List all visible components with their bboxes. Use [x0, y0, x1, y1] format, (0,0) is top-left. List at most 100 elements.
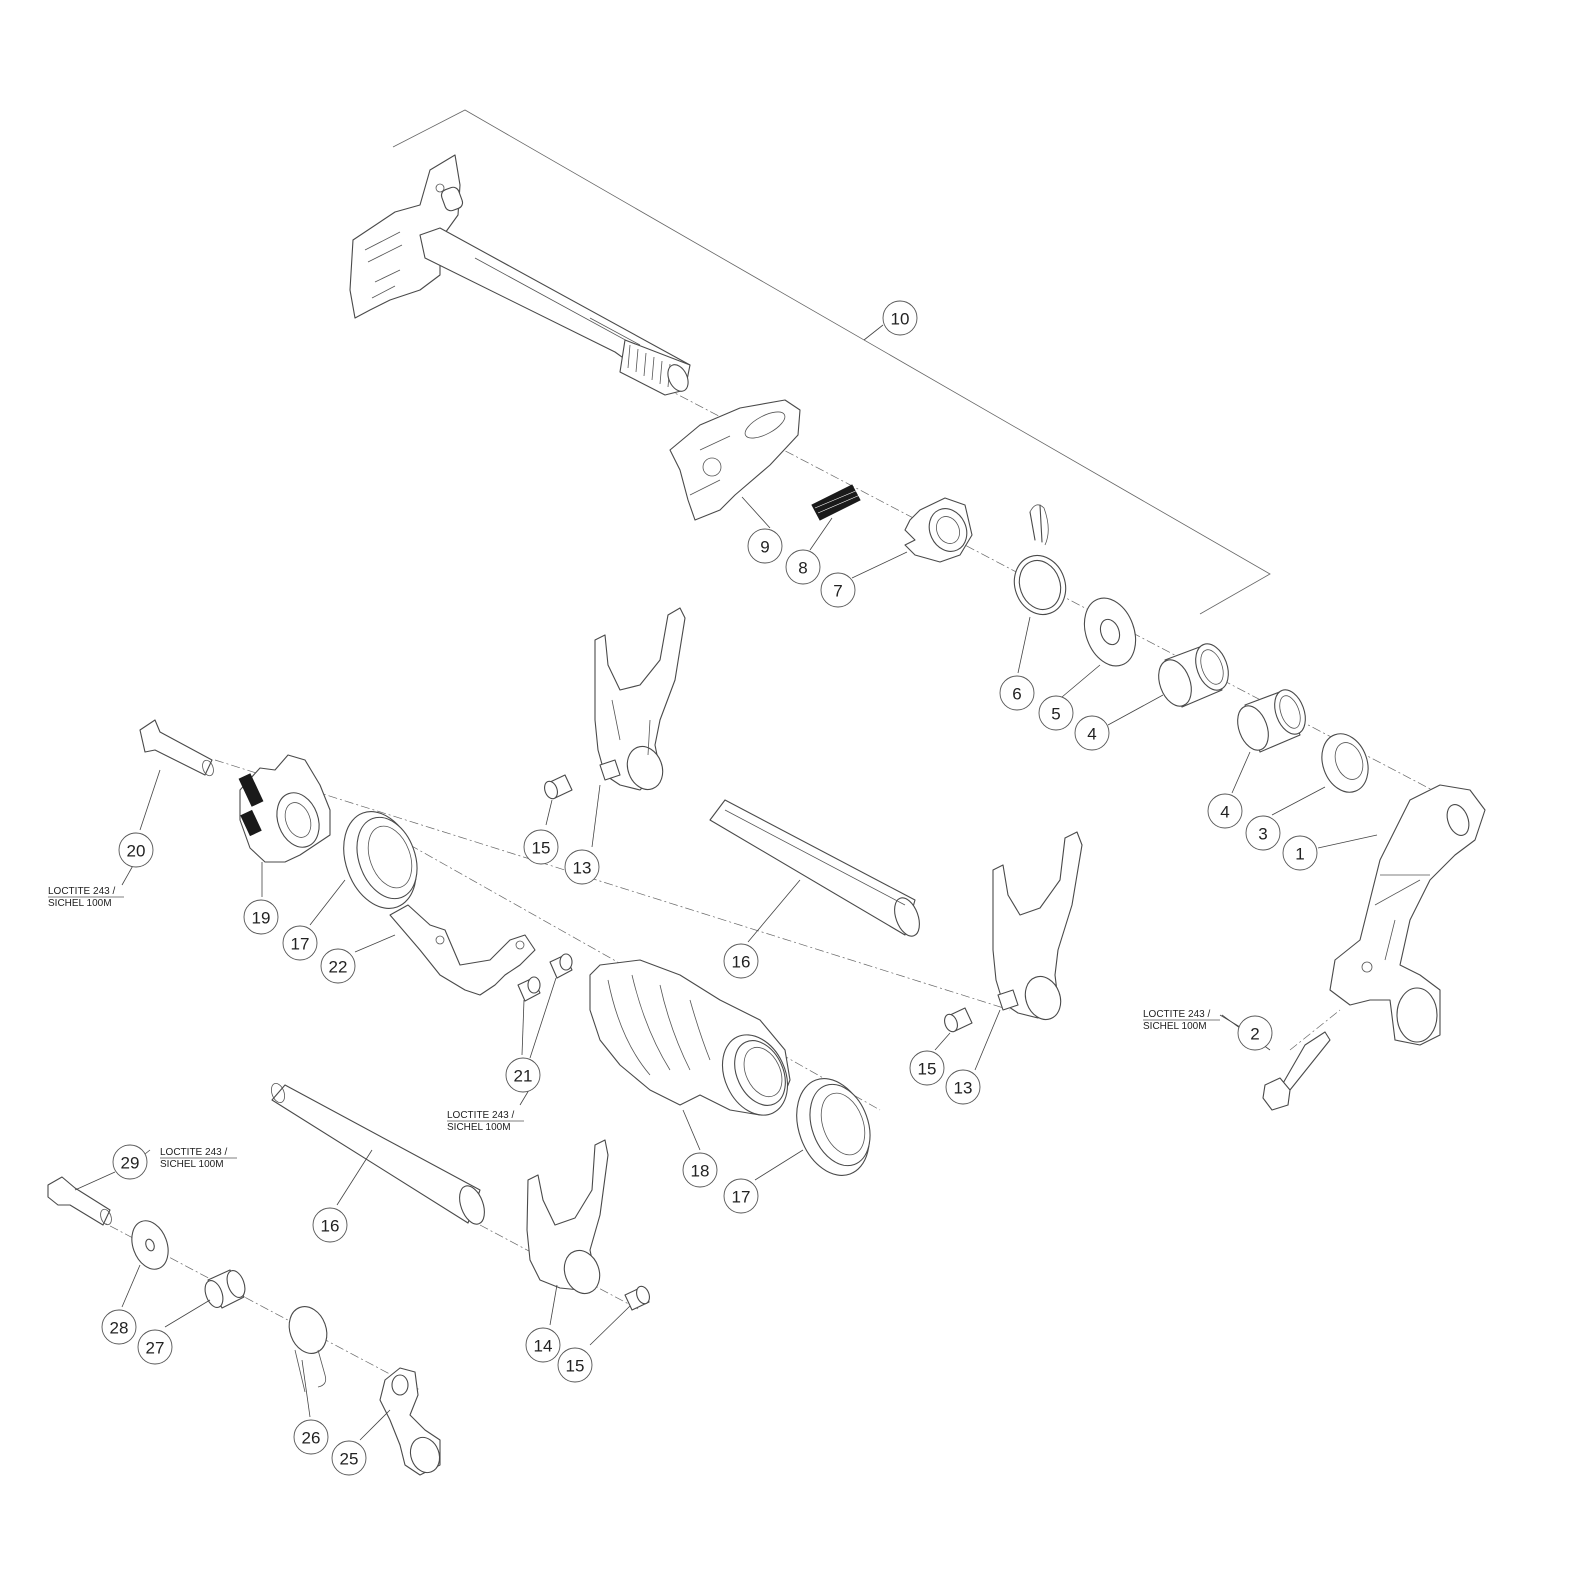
callout-4: 4 — [1074, 715, 1110, 751]
callout-label: 16 — [732, 953, 751, 972]
loctite-note-2: LOCTITE 243 / SICHEL 100M — [1143, 1009, 1220, 1032]
cam-roller — [904, 497, 973, 563]
callout-8: 8 — [785, 549, 821, 585]
callout-17: 17 — [723, 1178, 759, 1214]
loctite-note-line1: LOCTITE 243 / — [160, 1147, 227, 1158]
callout-16: 16 — [312, 1207, 348, 1243]
shift-fork-13-upper — [594, 607, 686, 791]
callout-label: 3 — [1258, 825, 1267, 844]
callout-circle — [112, 1144, 148, 1180]
callout-label: 25 — [340, 1450, 359, 1469]
callout-label: 4 — [1220, 803, 1229, 822]
loctite-note-line2: SICHEL 100M — [160, 1159, 224, 1170]
callout-circle — [312, 1207, 348, 1243]
callout-15: 15 — [909, 1050, 945, 1086]
callout-circle — [1074, 715, 1110, 751]
callout-circle — [1237, 1015, 1273, 1051]
callout-label: 6 — [1012, 685, 1021, 704]
shift-fork-13-right — [992, 831, 1083, 1021]
callout-label: 5 — [1051, 705, 1060, 724]
callout-14: 14 — [525, 1327, 561, 1363]
loctite-note-20: LOCTITE 243 / SICHEL 100M — [48, 886, 124, 909]
callout-group: 10 9 87 6 5 4 4 3 1 2 15 13 16 20 19 17 22 21 18 17 15 13 16 29… — [101, 300, 1318, 1476]
loctite-note-21: LOCTITE 243 / SICHEL 100M — [447, 1110, 524, 1133]
callout-circle — [723, 943, 759, 979]
callout-15: 15 — [557, 1347, 593, 1383]
callout-15: 15 — [523, 829, 559, 865]
shift-shaft — [349, 154, 691, 396]
callout-label: 4 — [1087, 725, 1096, 744]
callout-label: 15 — [566, 1357, 585, 1376]
callout-circle — [243, 899, 279, 935]
seal-ring-3 — [1321, 733, 1369, 793]
bolt-20 — [139, 719, 214, 777]
screw-21-a — [549, 953, 573, 979]
loctite-note-line2: SICHEL 100M — [48, 898, 112, 909]
callout-circle — [785, 549, 821, 585]
callout-19: 19 — [243, 899, 279, 935]
callout-circle — [282, 925, 318, 961]
callout-label: 13 — [573, 859, 592, 878]
callout-label: 14 — [534, 1337, 553, 1356]
callout-circle — [747, 528, 783, 564]
callout-circle — [682, 1152, 718, 1188]
callout-label: 20 — [127, 842, 146, 861]
return-spring — [1013, 504, 1067, 616]
callout-22: 22 — [320, 948, 356, 984]
callout-label: 26 — [302, 1429, 321, 1448]
callout-circle — [1282, 835, 1318, 871]
washer-5 — [1083, 597, 1137, 667]
callout-label: 1 — [1295, 845, 1304, 864]
callout-label: 15 — [918, 1060, 937, 1079]
callout-label: 13 — [954, 1079, 973, 1098]
pin-15-a — [544, 774, 573, 800]
star-indexer — [238, 754, 331, 863]
callout-circle — [137, 1329, 173, 1365]
callout-1: 1 — [1282, 835, 1318, 871]
callout-label: 17 — [732, 1188, 751, 1207]
loctite-note-line1: LOCTITE 243 / — [447, 1110, 514, 1121]
callout-10: 10 — [882, 300, 918, 336]
callout-label: 22 — [329, 958, 348, 977]
washer-28 — [131, 1220, 169, 1270]
pin-15-c — [624, 1285, 650, 1311]
callout-circle — [101, 1309, 137, 1345]
loctite-note-29: LOCTITE 243 / SICHEL 100M — [160, 1147, 237, 1170]
callout-circle — [525, 1327, 561, 1363]
callout-circle — [505, 1057, 541, 1093]
bushing-4a — [1158, 643, 1229, 708]
callout-18: 18 — [682, 1152, 718, 1188]
callout-2: 2 — [1237, 1015, 1273, 1051]
callout-21: 21 — [505, 1057, 541, 1093]
callout-label: 28 — [110, 1319, 129, 1338]
callout-3: 3 — [1245, 815, 1281, 851]
callout-28: 28 — [101, 1309, 137, 1345]
bolt-2 — [1262, 1031, 1331, 1111]
loctite-note-line2: SICHEL 100M — [1143, 1021, 1207, 1032]
callout-label: 16 — [321, 1217, 340, 1236]
callout-label: 29 — [121, 1154, 140, 1173]
callout-label: 15 — [532, 839, 551, 858]
callout-label: 18 — [691, 1162, 710, 1181]
callout-label: 2 — [1250, 1025, 1259, 1044]
bushing-27 — [204, 1269, 246, 1309]
callout-13: 13 — [945, 1069, 981, 1105]
assembly-bracket — [392, 109, 1271, 615]
shift-drum — [589, 959, 791, 1116]
callout-circle — [331, 1440, 367, 1476]
callout-circle — [999, 675, 1035, 711]
callout-label: 17 — [291, 935, 310, 954]
callout-circle — [882, 300, 918, 336]
spring-clip-26 — [288, 1306, 328, 1393]
callout-13: 13 — [564, 849, 600, 885]
callout-label: 8 — [798, 559, 807, 578]
callout-circle — [118, 832, 154, 868]
assembly-axes — [79, 379, 1481, 1391]
callout-label: 9 — [760, 538, 769, 557]
callout-circle — [909, 1050, 945, 1086]
callout-circle — [1207, 793, 1243, 829]
bearing-17-upper — [343, 811, 418, 909]
callout-7: 7 — [820, 572, 856, 608]
callout-circle — [820, 572, 856, 608]
